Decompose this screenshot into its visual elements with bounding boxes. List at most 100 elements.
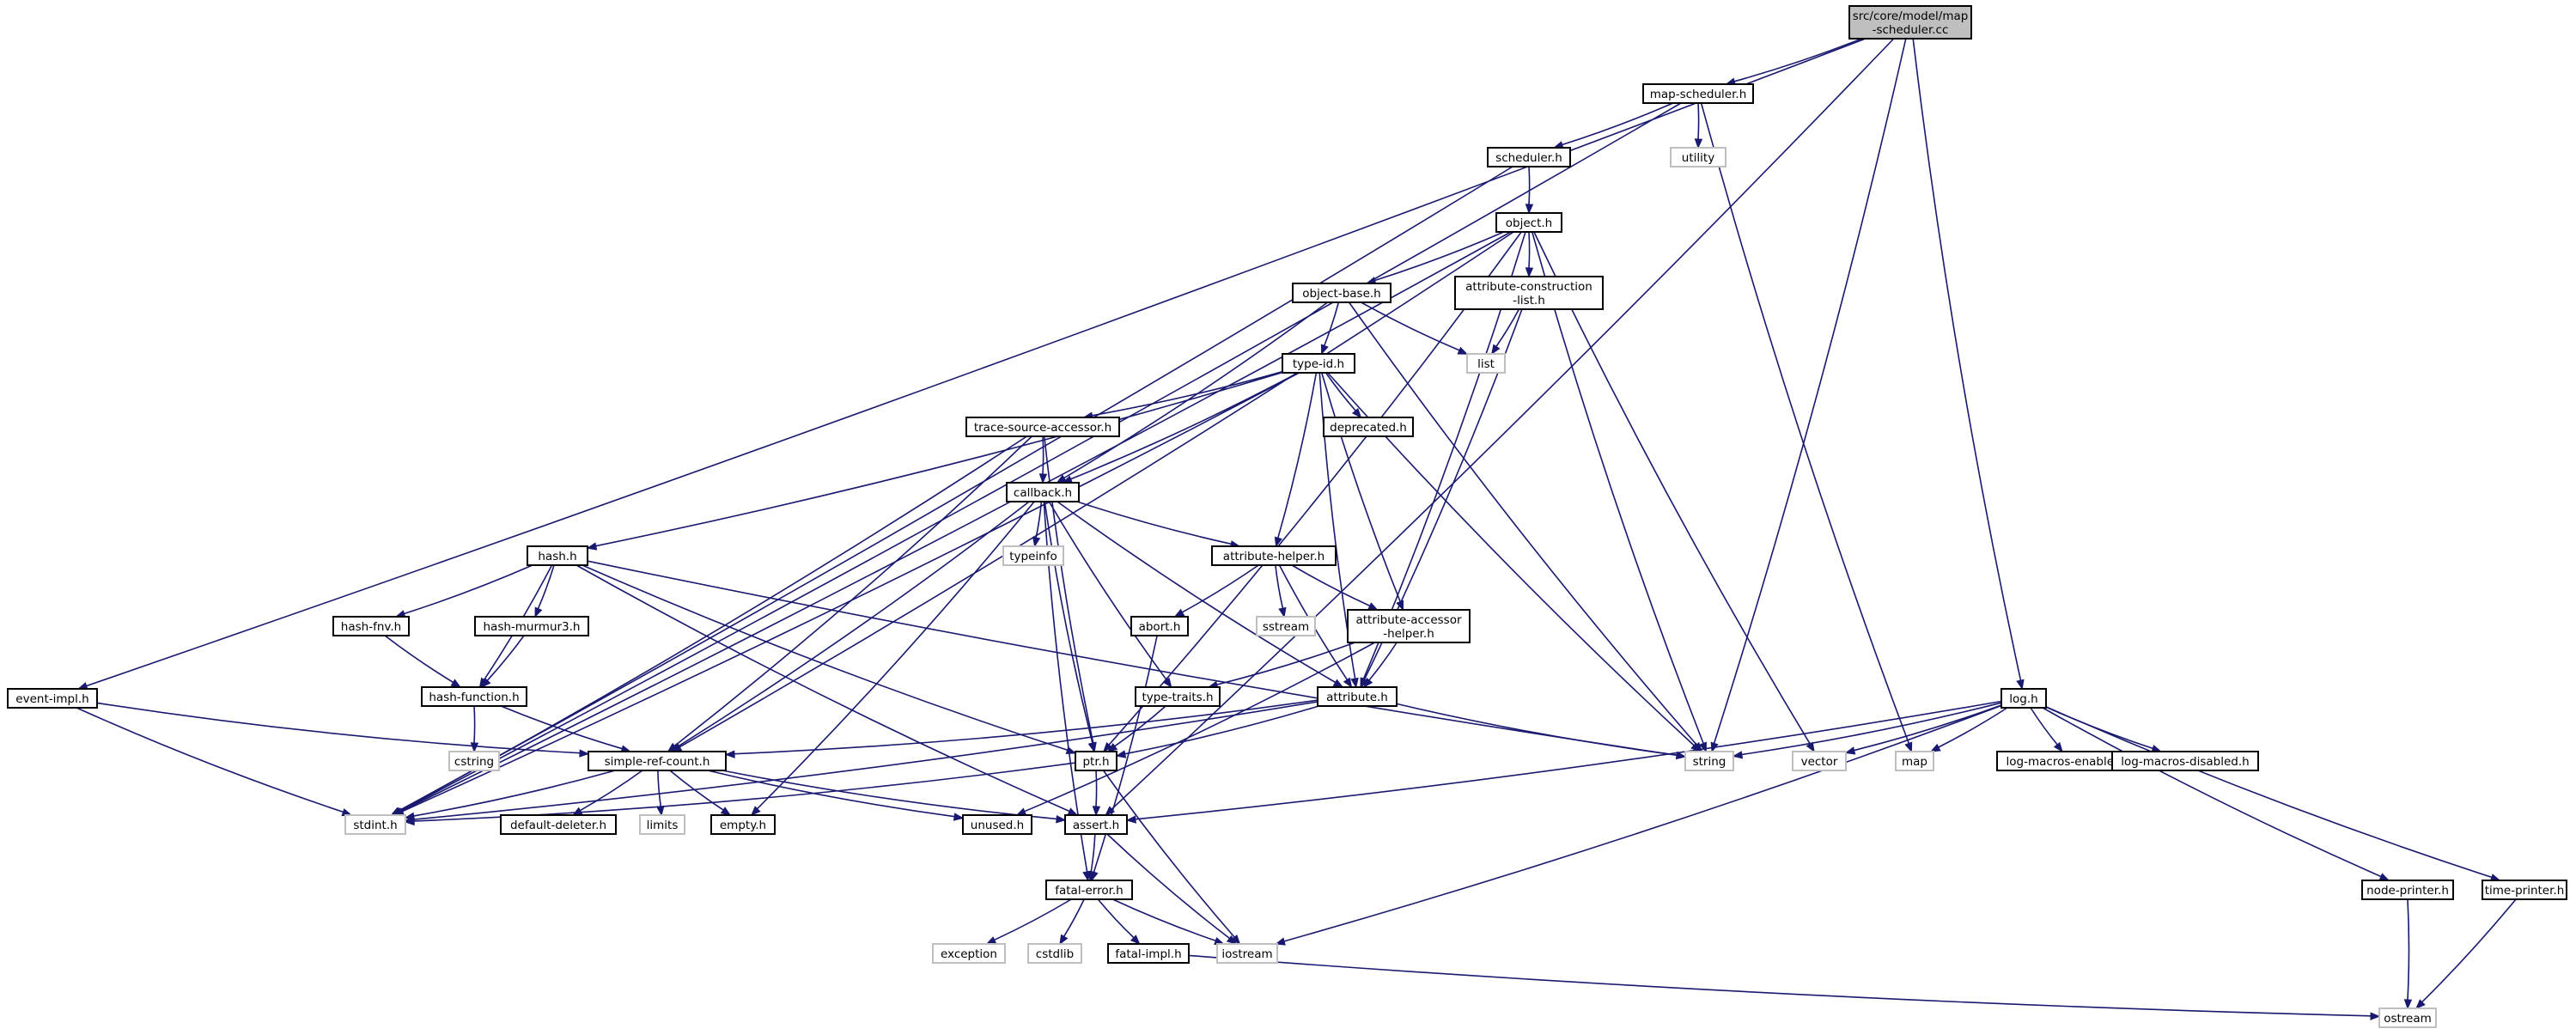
- node-box[interactable]: [1347, 609, 1471, 643]
- node-fatal-error[interactable]: fatal-error.h: [1045, 880, 1133, 900]
- edge-line: [1024, 642, 1375, 813]
- edge-line: [1495, 308, 1520, 347]
- node-time-printer[interactable]: time-printer.h: [2482, 880, 2567, 900]
- node-box[interactable]: [1454, 276, 1604, 310]
- node-box[interactable]: [1282, 353, 1355, 374]
- node-box[interactable]: [527, 545, 588, 566]
- node-ptr[interactable]: ptr.h: [1075, 751, 1117, 771]
- node-label: attribute.h: [1326, 691, 1388, 704]
- node-box[interactable]: [2001, 688, 2047, 709]
- edge-attr_accessor-to-attribute: [1363, 642, 1398, 689]
- node-box[interactable]: [1135, 686, 1221, 707]
- node-deprecated[interactable]: deprecated.h: [1323, 417, 1414, 437]
- node-box[interactable]: [1107, 943, 1190, 964]
- node-object-base[interactable]: object-base.h: [1292, 283, 1392, 303]
- node-attr-accessor[interactable]: attribute-accessor-helper.h: [1347, 609, 1471, 643]
- edge-event_impl-to-simple_ref: [96, 702, 590, 758]
- edge-line: [1321, 372, 1401, 602]
- node-unused[interactable]: unused.h: [962, 814, 1032, 835]
- node-exception: exception: [932, 943, 1006, 964]
- node-box[interactable]: [500, 814, 617, 835]
- node-abort[interactable]: abort.h: [1130, 616, 1189, 636]
- node-attr-helper[interactable]: attribute-helper.h: [1211, 545, 1337, 566]
- node-simple-ref[interactable]: simple-ref-count.h: [588, 751, 727, 771]
- edge-hash-to-hash_fnv: [394, 564, 533, 618]
- node-box[interactable]: [1130, 616, 1189, 636]
- edge-line: [500, 705, 623, 750]
- node-log-macros-enabled[interactable]: log-macros-enabled.h: [1996, 751, 2142, 771]
- node-box[interactable]: [1317, 686, 1398, 707]
- edge-attribute-to-simple_ref: [724, 699, 1318, 758]
- node-box[interactable]: [710, 814, 776, 835]
- node-empty[interactable]: empty.h: [710, 814, 776, 835]
- node-box[interactable]: [1495, 212, 1562, 233]
- edge-ptr-to-iostream: [1102, 770, 1241, 946]
- node-box[interactable]: [1292, 283, 1392, 303]
- node-trace-source[interactable]: trace-source-accessor.h: [965, 417, 1120, 437]
- node-box[interactable]: [474, 616, 589, 636]
- node-fatal-impl[interactable]: fatal-impl.h: [1107, 943, 1190, 964]
- node-event-impl[interactable]: event-impl.h: [7, 688, 98, 709]
- node-default-deleter[interactable]: default-deleter.h: [500, 814, 617, 835]
- node-box[interactable]: [1642, 83, 1754, 104]
- edge-line: [994, 898, 1072, 941]
- node-log[interactable]: log.h: [2001, 688, 2047, 709]
- edge-line: [1092, 370, 1283, 417]
- node-box[interactable]: [965, 417, 1120, 437]
- node-type-traits[interactable]: type-traits.h: [1135, 686, 1221, 707]
- node-scheduler[interactable]: scheduler.h: [1487, 147, 1571, 167]
- node-box[interactable]: [332, 616, 410, 636]
- node-box[interactable]: [1064, 814, 1128, 835]
- node-hash[interactable]: hash.h: [527, 545, 588, 566]
- node-box[interactable]: [1006, 482, 1080, 502]
- arrowhead: [1457, 346, 1469, 355]
- node-hash-fnv[interactable]: hash-fnv.h: [332, 616, 410, 636]
- node-label: src/core/model/map: [1853, 9, 1969, 23]
- node-node-printer[interactable]: node-printer.h: [2361, 880, 2454, 900]
- node-label: attribute-accessor: [1355, 613, 1462, 627]
- node-box[interactable]: [1487, 147, 1571, 167]
- node-box[interactable]: [1211, 545, 1337, 566]
- node-box[interactable]: [2361, 880, 2454, 900]
- node-label: assert.h: [1073, 819, 1119, 832]
- node-hash-function[interactable]: hash-function.h: [421, 686, 527, 707]
- node-box[interactable]: [962, 814, 1032, 835]
- edge-line: [679, 231, 1514, 748]
- node-attribute[interactable]: attribute.h: [1317, 686, 1398, 707]
- node-hash-murmur3[interactable]: hash-murmur3.h: [474, 616, 589, 636]
- edge-line: [1361, 301, 1460, 351]
- node-box[interactable]: [1045, 880, 1133, 900]
- node-box[interactable]: [2111, 751, 2259, 771]
- arrowhead: [571, 807, 583, 816]
- node-callback[interactable]: callback.h: [1006, 482, 1080, 502]
- edge-line: [575, 564, 1070, 813]
- node-box[interactable]: [7, 688, 98, 709]
- edge-line: [96, 702, 581, 754]
- node-box: [1216, 943, 1278, 964]
- edge-line: [1741, 702, 2002, 756]
- edge-callback-to-empty: [750, 501, 1035, 816]
- edge-callback-to-attribute: [1057, 501, 1344, 688]
- edge-node_printer-to-ostream: [2403, 898, 2413, 1010]
- node-box[interactable]: [588, 751, 727, 771]
- edge-scheduler-to-object: [1525, 166, 1534, 215]
- arrowhead: [1059, 934, 1069, 946]
- node-log-macros-disabled[interactable]: log-macros-disabled.h: [2111, 751, 2259, 771]
- edge-line: [399, 102, 1682, 812]
- node-label: time-printer.h: [2485, 884, 2565, 898]
- node-box[interactable]: [421, 686, 527, 707]
- node-map-scheduler[interactable]: map-scheduler.h: [1642, 83, 1754, 104]
- node-type-id[interactable]: type-id.h: [1282, 353, 1355, 374]
- node-box: [1027, 943, 1082, 964]
- arrowhead: [1092, 806, 1101, 817]
- node-label: empty.h: [720, 819, 766, 832]
- node-attr-construction[interactable]: attribute-construction-list.h: [1454, 276, 1604, 310]
- node-cstring: cstring: [448, 751, 500, 771]
- node-box[interactable]: [1075, 751, 1117, 771]
- node-object[interactable]: object.h: [1495, 212, 1562, 233]
- node-box[interactable]: [2482, 880, 2567, 900]
- arrowhead: [1396, 600, 1404, 612]
- node-box[interactable]: [1323, 417, 1414, 437]
- node-assert[interactable]: assert.h: [1064, 814, 1128, 835]
- edge-line: [1938, 707, 2008, 748]
